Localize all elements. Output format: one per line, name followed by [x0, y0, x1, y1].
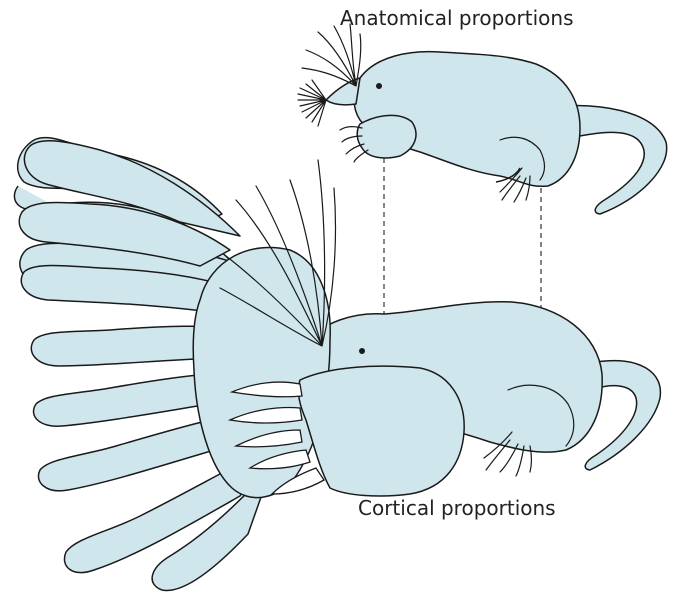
cortical-proportions-label: Cortical proportions — [358, 498, 556, 518]
anatomical-whiskers — [302, 24, 361, 86]
anatomical-star-nose — [298, 80, 326, 126]
cortical-eye — [359, 348, 365, 354]
cortical-mole — [14, 138, 660, 591]
cortical-mole-hand — [298, 366, 464, 496]
anatomical-proportions-label: Anatomical proportions — [340, 8, 574, 28]
anatomical-eye — [376, 83, 382, 89]
anatomical-mole — [326, 52, 667, 214]
